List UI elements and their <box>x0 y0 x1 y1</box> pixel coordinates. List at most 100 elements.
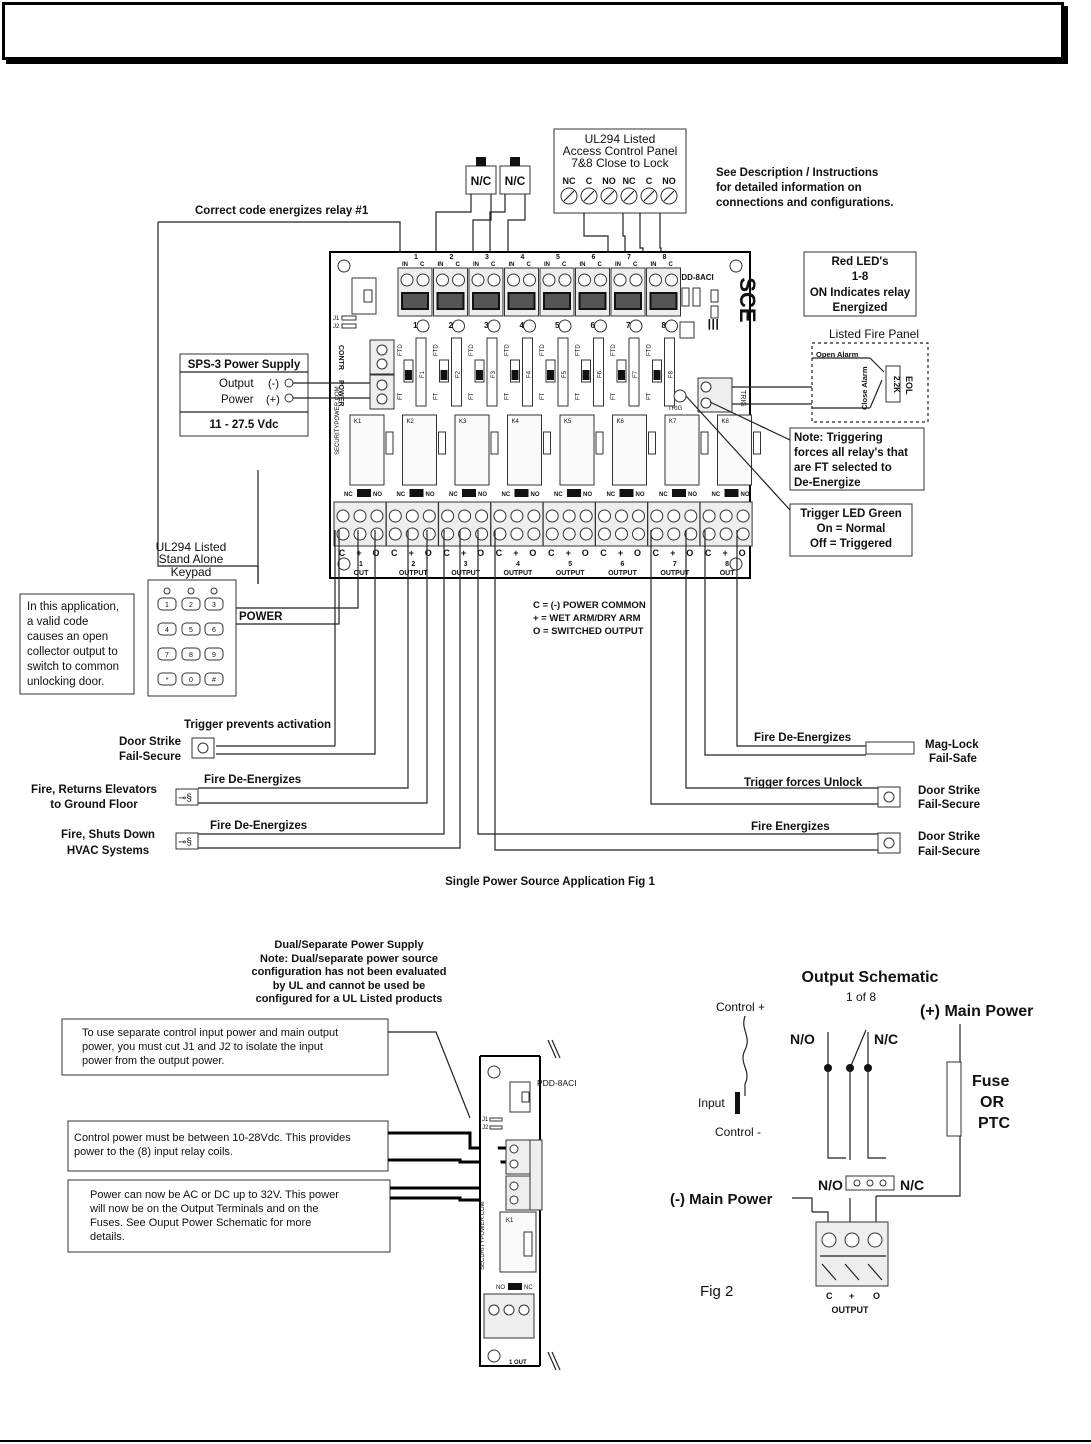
svg-text:Door Strike: Door Strike <box>119 736 181 748</box>
output-cpo-label: + <box>722 548 727 558</box>
relay-led <box>665 319 678 333</box>
keypad-key-label: 5 <box>189 627 193 634</box>
nc-button-2: N/C <box>499 157 531 195</box>
led-number: 8 <box>662 321 667 330</box>
svg-text:Control power must be between: Control power must be between 10-28Vdc. … <box>74 1132 351 1144</box>
output-label: OUTPUT <box>556 570 586 577</box>
fuse-label: F3 <box>491 370 497 378</box>
keypad-key <box>204 647 224 661</box>
relay-label: K4 <box>512 419 520 425</box>
output-number: 6 <box>621 561 625 568</box>
svg-text:power from the output power.: power from the output power. <box>82 1055 224 1067</box>
svg-text:Power: Power <box>221 394 254 406</box>
svg-text:Control +: Control + <box>716 1000 765 1014</box>
trigger-terminals: TRIG TRIG <box>668 377 746 413</box>
fuse <box>451 337 462 407</box>
svg-text:ON Indicates relay: ON Indicates relay <box>810 287 911 299</box>
fuse-label: F2 <box>456 370 462 378</box>
svg-text:Fire De-Energizes: Fire De-Energizes <box>210 820 307 832</box>
svg-text:collector output to: collector output to <box>27 646 118 658</box>
no-label: NO <box>478 492 487 498</box>
output-number: 3 <box>464 561 468 568</box>
note-control-power: Control power must be between 10-28Vdc. … <box>67 1120 389 1172</box>
keypad-key <box>157 597 177 611</box>
keypad-key <box>157 622 177 636</box>
input-number: 6 <box>592 254 596 261</box>
red-leds-note: Red LED's 1-8 ON Indicates relay Energiz… <box>803 251 917 317</box>
fuse-label: F6 <box>598 370 604 378</box>
input-in-label: IN <box>580 262 586 268</box>
no-label: NO <box>583 492 592 498</box>
svg-text:SECURITYPOWER.COM: SECURITYPOWER.COM <box>335 386 341 455</box>
input-c-label: C <box>491 262 496 268</box>
keypad-key-label: 0 <box>189 677 193 684</box>
output-label: OUTPUT <box>608 570 638 577</box>
svg-text:CONTR: CONTR <box>337 345 344 370</box>
svg-text:OUTPUT: OUTPUT <box>832 1305 870 1315</box>
keypad-key <box>157 672 177 686</box>
svg-text:power, you must cut J1 and J2: power, you must cut J1 and J2 to isolate… <box>82 1041 323 1053</box>
svg-text:Fail-Secure: Fail-Secure <box>918 799 980 811</box>
ft-label: FT <box>540 392 546 400</box>
keypad-key-label: 2 <box>189 602 193 609</box>
svg-text:Fire, Shuts Down: Fire, Shuts Down <box>61 829 155 841</box>
svg-text:by UL and cannot be used be: by UL and cannot be used be <box>273 980 426 992</box>
svg-text:N/C: N/C <box>505 174 526 188</box>
output-number: 4 <box>516 561 520 568</box>
nc-label: NC <box>449 492 458 498</box>
output-cpo-label: + <box>670 548 675 558</box>
svg-text:Dual/Separate Power Supply: Dual/Separate Power Supply <box>274 939 424 951</box>
svg-text:Fail-Secure: Fail-Secure <box>918 846 980 858</box>
led-number: 2 <box>449 321 454 330</box>
input-number: 1 <box>414 254 418 261</box>
svg-text:Trigger LED Green: Trigger LED Green <box>800 508 902 520</box>
input-number: 5 <box>556 254 560 261</box>
svg-text:Output: Output <box>219 378 254 390</box>
fire-panel: Listed Fire Panel Open Alarm Close Alarm… <box>732 327 929 423</box>
led-number: 1 <box>413 321 418 330</box>
see-description-note: See Description / Instructions for detai… <box>716 167 894 209</box>
svg-text:Red LED's: Red LED's <box>831 256 888 268</box>
keypad-key-label: 8 <box>189 652 193 659</box>
output-cpo-label: + <box>461 548 466 558</box>
relay <box>559 414 595 486</box>
relay-led <box>487 319 501 333</box>
relay <box>349 414 385 486</box>
input-number: 7 <box>627 254 631 261</box>
keypad-key <box>204 597 224 611</box>
svg-text:Listed Fire Panel: Listed Fire Panel <box>829 327 919 341</box>
output-cpo-label: O <box>739 548 746 558</box>
fuse <box>628 337 640 407</box>
input-in-label: IN <box>651 262 657 268</box>
no-label: NO <box>741 492 750 498</box>
header-box <box>2 2 1064 60</box>
svg-text:On = Normal: On = Normal <box>817 523 886 535</box>
relay-led <box>416 319 430 333</box>
output-cpo-label: O <box>634 548 641 558</box>
ft-label: FT <box>469 392 475 400</box>
output-cpo-label: O <box>686 548 693 558</box>
output-cpo-label: + <box>618 548 623 558</box>
ft-label: FT <box>647 392 653 400</box>
svg-text:PDD-8ACI: PDD-8ACI <box>676 273 714 282</box>
output-label: OUTPUT <box>451 570 481 577</box>
led-number: 4 <box>520 321 525 330</box>
output-cpo-label: + <box>409 548 414 558</box>
relay <box>612 414 647 486</box>
output-label: OUTPUT <box>399 570 429 577</box>
svg-text:To use separate control input: To use separate control input power and … <box>82 1027 338 1039</box>
fuse <box>593 337 604 407</box>
output-cpo-label: O <box>477 548 484 558</box>
nc-label: NC <box>554 492 563 498</box>
svg-text:J1: J1 <box>333 316 340 322</box>
svg-text:Fail-Secure: Fail-Secure <box>119 751 181 763</box>
nc-label: NC <box>659 492 668 498</box>
input-number: 3 <box>485 254 489 261</box>
svg-text:SECURITYPOWER.COM: SECURITYPOWER.COM <box>480 1201 486 1270</box>
svg-text:details.: details. <box>90 1231 125 1243</box>
output-label: OUTPUT <box>660 570 690 577</box>
svg-text:NC: NC <box>524 1285 533 1291</box>
